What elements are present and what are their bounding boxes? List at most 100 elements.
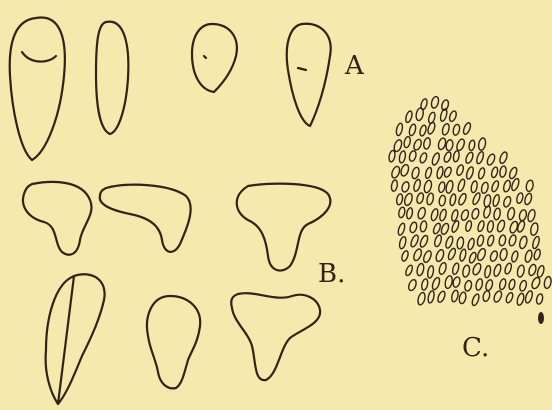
- spore: [427, 290, 435, 303]
- label-c: C.: [462, 333, 489, 363]
- spore: [502, 196, 511, 208]
- spore: [417, 207, 427, 220]
- spore: [443, 151, 452, 163]
- spore: [427, 265, 435, 278]
- spore: [448, 110, 457, 122]
- spore: [524, 290, 533, 304]
- spore: [390, 165, 401, 179]
- spore: [475, 151, 484, 165]
- spore: [504, 262, 513, 274]
- spore: [499, 278, 507, 290]
- spore: [480, 182, 489, 194]
- label-b: B.: [318, 259, 345, 289]
- spore: [401, 250, 410, 262]
- spore: [419, 234, 429, 248]
- spore: [457, 178, 466, 192]
- spore: [413, 179, 422, 192]
- spore-dark: [538, 312, 544, 324]
- spore: [430, 208, 439, 221]
- group-b-cells-bottom: [46, 274, 321, 404]
- spore: [438, 262, 447, 275]
- spore: [460, 209, 470, 221]
- spore: [423, 137, 431, 149]
- spore: [388, 150, 396, 162]
- spore: [453, 150, 460, 162]
- spore: [468, 140, 475, 151]
- spore: [401, 181, 410, 193]
- spore: [518, 209, 527, 221]
- spore: [462, 122, 472, 135]
- spore: [438, 195, 446, 206]
- spore: [499, 151, 509, 164]
- spore: [471, 262, 482, 276]
- spore: [493, 290, 503, 303]
- spore: [516, 192, 524, 204]
- spore: [398, 236, 407, 249]
- spore: [543, 276, 552, 289]
- spore: [457, 193, 467, 206]
- cell-a-1: [10, 17, 65, 160]
- spore: [528, 264, 538, 277]
- spore: [471, 208, 480, 220]
- spore: [465, 220, 473, 232]
- cell-b-4: [46, 274, 105, 404]
- spore: [464, 151, 474, 164]
- cell-a-3: [192, 24, 237, 92]
- spore: [459, 249, 467, 262]
- spore: [426, 193, 435, 206]
- spore: [456, 164, 465, 176]
- cell-b-1: [23, 182, 92, 255]
- spore: [400, 164, 410, 177]
- spore: [508, 234, 517, 247]
- spore: [498, 235, 506, 247]
- spore: [533, 249, 541, 261]
- spore: [516, 293, 525, 306]
- spore: [431, 277, 441, 291]
- spore: [485, 279, 494, 291]
- spore: [421, 278, 429, 290]
- spore: [431, 152, 441, 166]
- spore: [403, 136, 411, 148]
- spore: [476, 248, 487, 262]
- spore: [507, 207, 516, 220]
- spore: [451, 290, 459, 303]
- spore: [527, 209, 537, 223]
- spore: [475, 278, 484, 291]
- cell-a-1-inner-arc: [22, 52, 56, 62]
- spore: [422, 250, 432, 264]
- cell-b-3: [237, 184, 331, 271]
- spore: [476, 235, 484, 247]
- spore: [397, 222, 406, 235]
- spore: [449, 194, 456, 207]
- label-a: A: [344, 51, 365, 81]
- spore: [415, 107, 424, 121]
- spore: [496, 219, 506, 232]
- spore: [472, 192, 482, 205]
- spore: [417, 292, 426, 306]
- spore: [490, 166, 498, 178]
- spore: [412, 138, 422, 151]
- spore: [530, 222, 539, 236]
- spore: [452, 276, 461, 288]
- spore: [436, 166, 444, 179]
- spore: [435, 249, 445, 263]
- spore: [456, 237, 464, 250]
- spore: [447, 247, 457, 260]
- spore: [464, 280, 473, 292]
- spore: [470, 180, 478, 193]
- spore: [482, 290, 491, 302]
- cell-a-4: [287, 24, 331, 126]
- spore: [491, 180, 500, 193]
- spore: [524, 193, 533, 206]
- spore: [505, 292, 514, 304]
- spore: [398, 207, 406, 219]
- spore: [484, 265, 491, 278]
- spore: [423, 180, 433, 194]
- spore: [395, 123, 403, 137]
- spore: [455, 138, 465, 152]
- spore: [437, 137, 447, 150]
- spore: [405, 110, 414, 123]
- cell-b-2: [100, 185, 191, 252]
